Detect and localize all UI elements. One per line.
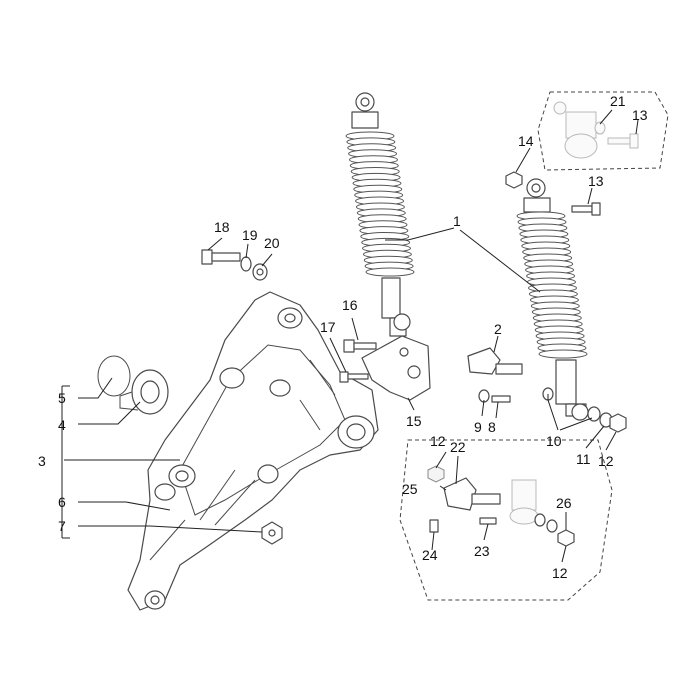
callout-9: 9 [474,419,482,435]
bolt-18 [201,249,241,265]
option-box-top-right [537,91,669,171]
callout-12-b: 12 [430,433,446,449]
callout-2: 2 [494,321,502,337]
leader-lines [61,109,639,563]
nut-12 [609,413,627,433]
callout-19: 19 [242,227,258,243]
callout-11: 11 [576,451,591,467]
callout-21: 21 [610,93,626,109]
callout-25: 25 [402,481,418,497]
callout-8: 8 [488,419,496,435]
swing-arm [127,291,379,611]
callout-12-a: 12 [598,453,614,469]
bolt-16 [343,339,377,353]
callout-1: 1 [453,213,461,229]
circlip-ring [97,355,131,397]
callout-labels: 1 2 3 4 5 6 7 8 9 10 11 12 12 12 13 13 1… [38,93,648,581]
callout-24: 24 [422,547,438,563]
callout-4: 4 [58,417,66,433]
shock-absorber-left [345,92,415,337]
shock-mount-bracket [361,335,431,401]
callout-17: 17 [320,319,336,335]
callout-10: 10 [546,433,562,449]
nut-20 [252,263,268,281]
callout-3: 3 [38,453,46,469]
spring-coil [365,267,415,277]
callout-13-a: 13 [632,107,648,123]
bolt-17 [339,371,369,383]
option-box-bottom-right [399,439,613,601]
mounting-pin-2 [467,347,523,375]
callout-26: 26 [556,495,572,511]
callout-12-c: 12 [552,565,568,581]
callout-16: 16 [342,297,358,313]
callout-6: 6 [58,494,66,510]
alt-mount-kit [427,465,575,547]
bolt-8 [491,395,511,403]
callout-7: 7 [58,518,66,534]
callout-13-b: 13 [588,173,604,189]
callout-22: 22 [450,439,466,455]
callout-14: 14 [518,133,534,149]
callout-23: 23 [474,543,490,559]
rubber-mount-13-kit [553,101,639,159]
washer-19 [240,256,252,272]
callout-18: 18 [214,219,230,235]
shock-absorber-right [516,178,589,421]
nut-7 [261,521,283,545]
bolt-13-right [571,202,601,216]
nut-14 [505,171,523,189]
bearing [119,369,169,415]
callout-20: 20 [264,235,280,251]
spring-coil [538,349,588,359]
callout-15: 15 [406,413,422,429]
callout-5: 5 [58,390,66,406]
